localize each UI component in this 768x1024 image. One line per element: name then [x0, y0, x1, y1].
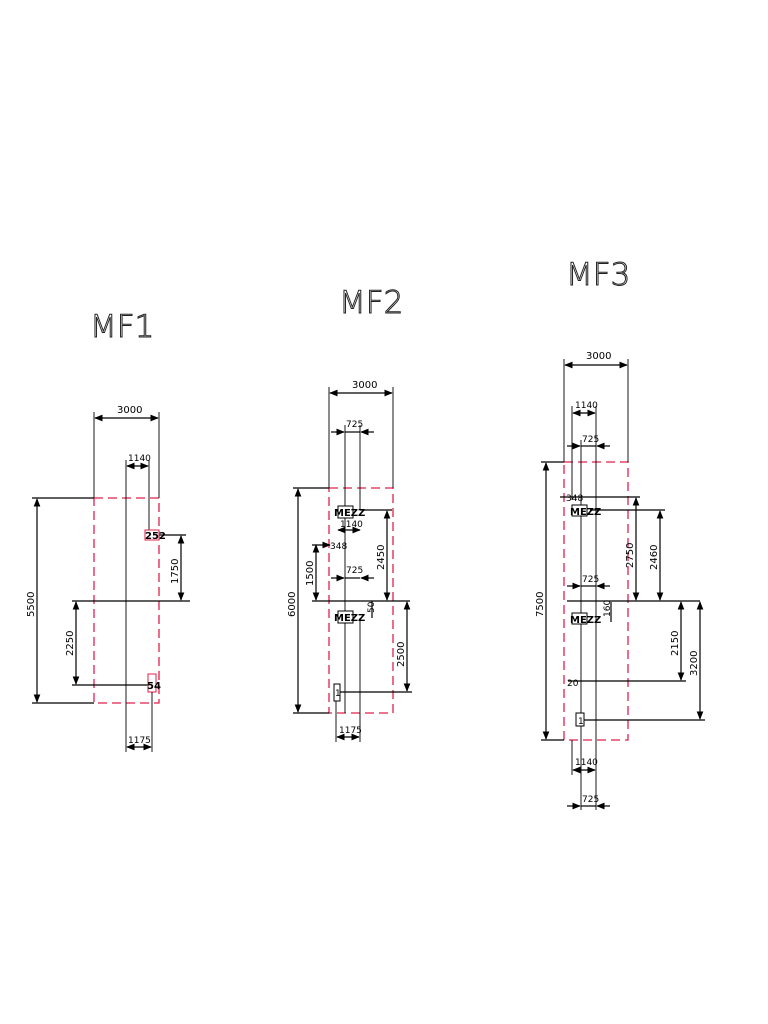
column-box: [575, 712, 585, 727]
dim-right-d: 3200: [689, 651, 700, 676]
dim-inner-offset: 1140: [575, 401, 598, 411]
dim-right-b: 2460: [649, 545, 660, 570]
dim-bottom: 1175: [339, 726, 362, 736]
dim-mid-offset: 725: [346, 566, 363, 576]
panel-title: MF3: [566, 257, 630, 293]
tag-low: 20: [567, 679, 579, 689]
mezz-box: [337, 505, 354, 519]
dim-right-vertical: 1750: [170, 559, 181, 584]
dim-inner-offset: 1140: [340, 520, 363, 530]
tag-bottom: 1: [335, 689, 341, 699]
panel-mf1: MF1 3000 1140 1750 252 5500 2250 54: [26, 309, 190, 752]
dim-right-upper: 2450: [376, 545, 387, 570]
dim-right-a: 2750: [625, 543, 636, 568]
dim-inner-offset: 1140: [128, 454, 151, 464]
mezz-box: [571, 504, 588, 517]
dim-bottom-inner: 1140: [575, 758, 598, 768]
dim-bottom-outer: 725: [582, 795, 599, 805]
mezz-box: [337, 610, 354, 624]
dim-left-upper: 1500: [305, 561, 316, 586]
column-box: [333, 683, 341, 702]
dim-small-vertical: 50: [367, 601, 377, 613]
tag-mid: 348: [330, 542, 347, 552]
tag-upper-mezz: MEZZ: [334, 508, 365, 519]
dim-mid-offset: 725: [582, 575, 599, 585]
dim-top-width: 3000: [586, 351, 611, 362]
panel-mf2: MF2 3000 725 MEZZ 1140 348 6000 1500: [287, 285, 412, 742]
dim-right-c: 2150: [670, 631, 681, 656]
dim-upper-offset: 725: [346, 420, 363, 430]
panel-title: MF2: [339, 285, 403, 321]
tag-lower-mezz: MEZZ: [570, 615, 601, 626]
dim-small-vertical: 160: [603, 600, 613, 617]
dim-right-lower: 2500: [396, 642, 407, 667]
dim-top-width: 3000: [117, 405, 142, 416]
mezz-box: [571, 612, 588, 625]
tag-upper: 252: [145, 531, 166, 542]
dim-top-width: 3000: [352, 380, 377, 391]
dim-left-total: 6000: [287, 592, 298, 617]
panel-mf3: MF3 3000 1140 725 7500 348 MEZZ 2750: [535, 257, 705, 810]
tag-lower: 54: [147, 681, 161, 692]
dim-left-lower: 2250: [65, 631, 76, 656]
panel-title: MF1: [90, 309, 154, 345]
dim-upper-offset: 725: [582, 435, 599, 445]
dim-left-total: 5500: [26, 592, 37, 617]
tag-upper-mezz: MEZZ: [570, 507, 601, 518]
tag-lower-mezz: MEZZ: [334, 613, 365, 624]
dim-left-total: 7500: [535, 592, 546, 617]
tag-bottom: 1: [578, 717, 584, 727]
tag-mid: 348: [566, 494, 583, 504]
tag-box: [144, 529, 160, 541]
dim-bottom: 1175: [128, 736, 151, 746]
